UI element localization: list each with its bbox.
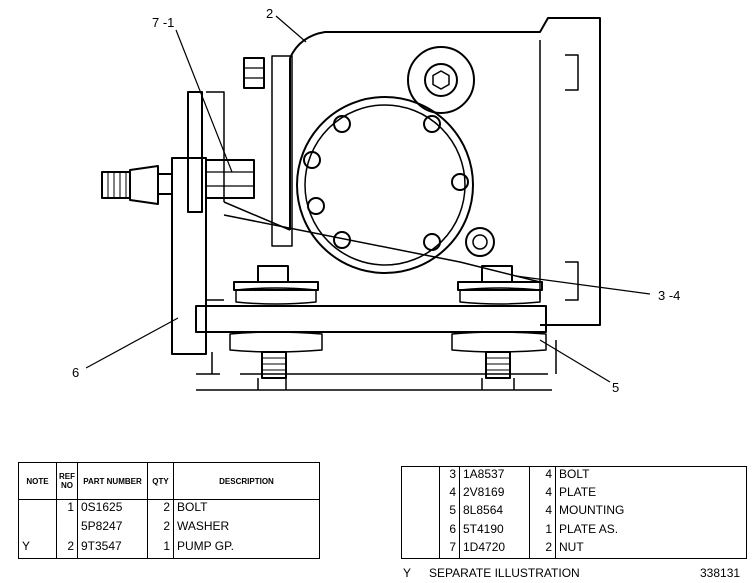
cell-description: BOLT [555, 466, 747, 486]
base-plate [195, 305, 547, 333]
cell-note: Y [18, 538, 57, 559]
pump-flange [296, 96, 495, 274]
mounting-bracket [171, 91, 541, 355]
table-header-row: NOTE REF NO PART NUMBER QTY DESCRIPTION [18, 462, 320, 500]
table-row: 7 1D4720 2 NUT [401, 539, 747, 559]
top-bolt [243, 57, 265, 89]
parts-list-table-left: NOTE REF NO PART NUMBER QTY DESCRIPTION … [18, 462, 320, 559]
cell-qty: 1 [529, 521, 556, 540]
cell-part-number: 8L8564 [459, 503, 530, 522]
cell-part-number: 1A8537 [459, 466, 530, 486]
table-row: 6 5T4190 1 PLATE AS. [401, 521, 747, 540]
cell-ref: 2 [56, 538, 78, 559]
cell-ref: 5 [439, 503, 460, 522]
cell-note [401, 521, 440, 540]
cell-note [18, 519, 57, 539]
cell-description: PUMP GP. [173, 538, 320, 559]
table-row: Y 2 9T3547 1 PUMP GP. [18, 538, 320, 559]
left-isolator [229, 265, 323, 379]
cell-qty: 4 [529, 503, 556, 522]
cell-note [401, 485, 440, 504]
cell-part-number: 5P8247 [77, 519, 148, 539]
table-row: 3 1A8537 4 BOLT [401, 466, 747, 486]
cell-note [401, 503, 440, 522]
cell-part-number: 5T4190 [459, 521, 530, 540]
header-part-number: PART NUMBER [77, 462, 148, 500]
cell-qty: 2 [529, 539, 556, 559]
footnote-symbol: Y [403, 566, 412, 580]
cell-description: MOUNTING [555, 503, 747, 522]
cell-ref: 1 [56, 499, 78, 520]
callout-6: 6 [72, 365, 80, 380]
cell-ref: 7 [439, 539, 460, 559]
callout-3-4: 3 -4 [658, 288, 681, 303]
cell-description: BOLT [173, 499, 320, 520]
callout-2: 2 [266, 6, 274, 21]
cell-qty: 4 [529, 466, 556, 486]
cell-ref: 6 [439, 521, 460, 540]
cell-note [401, 466, 440, 486]
table-row: 1 0S1625 2 BOLT [18, 499, 320, 520]
table-row: 4 2V8169 4 PLATE [401, 485, 747, 504]
machine-frame [196, 340, 557, 391]
header-ref-no: REF NO [56, 462, 78, 500]
table-row: 5P8247 2 WASHER [18, 519, 320, 539]
cell-note [18, 499, 57, 520]
cell-qty: 4 [529, 485, 556, 504]
cell-part-number: 2V8169 [459, 485, 530, 504]
header-note: NOTE [18, 462, 57, 500]
cell-part-number: 0S1625 [77, 499, 148, 520]
right-isolator [451, 265, 547, 379]
header-description: DESCRIPTION [173, 462, 320, 500]
cell-ref: 4 [439, 485, 460, 504]
drive-shaft [101, 165, 173, 205]
callout-leaders [85, 15, 651, 383]
top-boss [407, 46, 475, 114]
cell-qty: 2 [147, 499, 174, 520]
cell-part-number: 1D4720 [459, 539, 530, 559]
cell-description: WASHER [173, 519, 320, 539]
cell-part-number: 9T3547 [77, 538, 148, 559]
callout-7-1: 7 -1 [152, 15, 175, 30]
cell-description: PLATE [555, 485, 747, 504]
header-qty: QTY [147, 462, 174, 500]
pump-housing [271, 17, 601, 326]
bracket-bolt-nut [205, 159, 255, 199]
cell-qty: 2 [147, 519, 174, 539]
footnote: Y SEPARATE ILLUSTRATION [403, 566, 580, 580]
cell-ref [56, 519, 78, 539]
cell-ref: 3 [439, 466, 460, 486]
table-row: 5 8L8564 4 MOUNTING [401, 503, 747, 522]
cell-qty: 1 [147, 538, 174, 559]
cell-note [401, 539, 440, 559]
drawing-number: 338131 [700, 566, 741, 580]
callout-5: 5 [612, 380, 620, 395]
cell-description: NUT [555, 539, 747, 559]
footnote-text: SEPARATE ILLUSTRATION [429, 566, 580, 580]
cell-description: PLATE AS. [555, 521, 747, 540]
parts-list-table-right: 3 1A8537 4 BOLT 4 2V8169 4 PLATE 5 8L856… [401, 466, 747, 559]
